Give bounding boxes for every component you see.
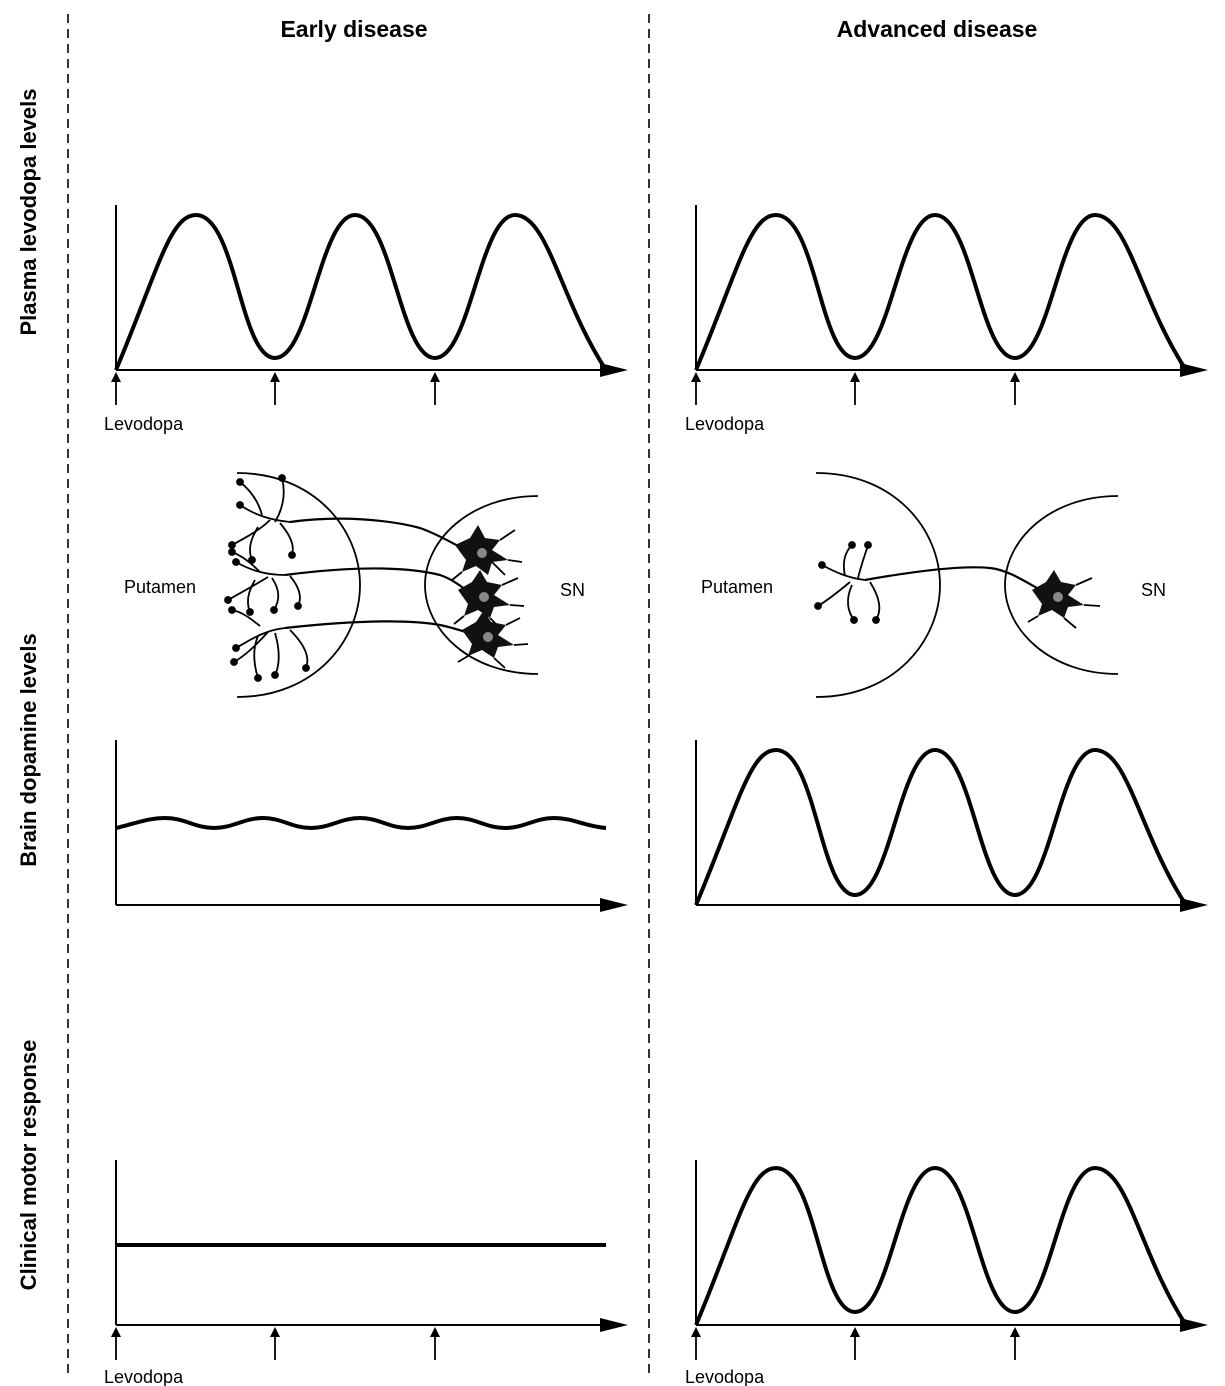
levodopa-label: Levodopa [104,1367,184,1386]
terminal-arbor [224,548,302,616]
clinical-advanced-curve [694,1166,1188,1327]
dopaminergic-neuron [1027,570,1101,629]
axon [864,566,1051,596]
x-axis-arrowhead [600,363,628,377]
clinical-early-panel: Levodopa [104,1160,628,1386]
levodopa-label: Levodopa [104,414,184,434]
x-axis-arrowhead [1180,363,1208,377]
levodopa-label: Levodopa [685,1367,765,1386]
plasma-early-curve [114,213,608,372]
putamen-label: Putamen [701,577,773,597]
brain-row-label: Brain dopamine levels [16,633,41,867]
plasma-early-panel: Levodopa [104,205,628,434]
levodopa-dose-arrows [111,1327,440,1360]
levodopa-label: Levodopa [685,414,765,434]
terminal-arbor [228,606,310,682]
brain-early-panel [115,740,628,912]
x-axis-arrowhead [600,898,628,912]
brain-advanced-panel [694,740,1208,912]
axon [289,517,471,553]
dopaminergic-neuron [457,610,529,669]
x-axis-arrowhead [1180,898,1208,912]
early-anatomy: Putamen SN [124,472,585,698]
plasma-row-label: Plasma levodopa levels [16,88,41,335]
putamen-boundary [815,472,941,698]
levodopa-dose-arrows [691,1327,1020,1360]
early-disease-title: Early disease [280,16,427,42]
levodopa-dose-arrows [111,372,440,405]
brain-advanced-curve [694,748,1188,907]
clinical-advanced-panel: Levodopa [685,1160,1208,1386]
advanced-disease-title: Advanced disease [837,16,1038,42]
x-axis-arrowhead [600,1318,628,1332]
dopaminergic-neuron [451,525,523,581]
plasma-advanced-panel: Levodopa [685,205,1208,434]
sn-label: SN [560,580,585,600]
sn-boundary [424,495,539,675]
putamen-boundary [236,472,361,698]
terminal-arbor [814,541,881,624]
x-axis-arrowhead [1180,1318,1208,1332]
clinical-row-label: Clinical motor response [16,1040,41,1291]
axon [284,567,476,597]
terminal-arbor [228,474,296,564]
sn-boundary [1004,495,1119,675]
advanced-anatomy: Putamen SN [701,472,1166,698]
brain-early-curve [115,816,607,830]
plasma-advanced-curve [694,213,1188,372]
axon [284,620,479,638]
sn-label: SN [1141,580,1166,600]
putamen-label: Putamen [124,577,196,597]
levodopa-dose-arrows [691,372,1020,405]
